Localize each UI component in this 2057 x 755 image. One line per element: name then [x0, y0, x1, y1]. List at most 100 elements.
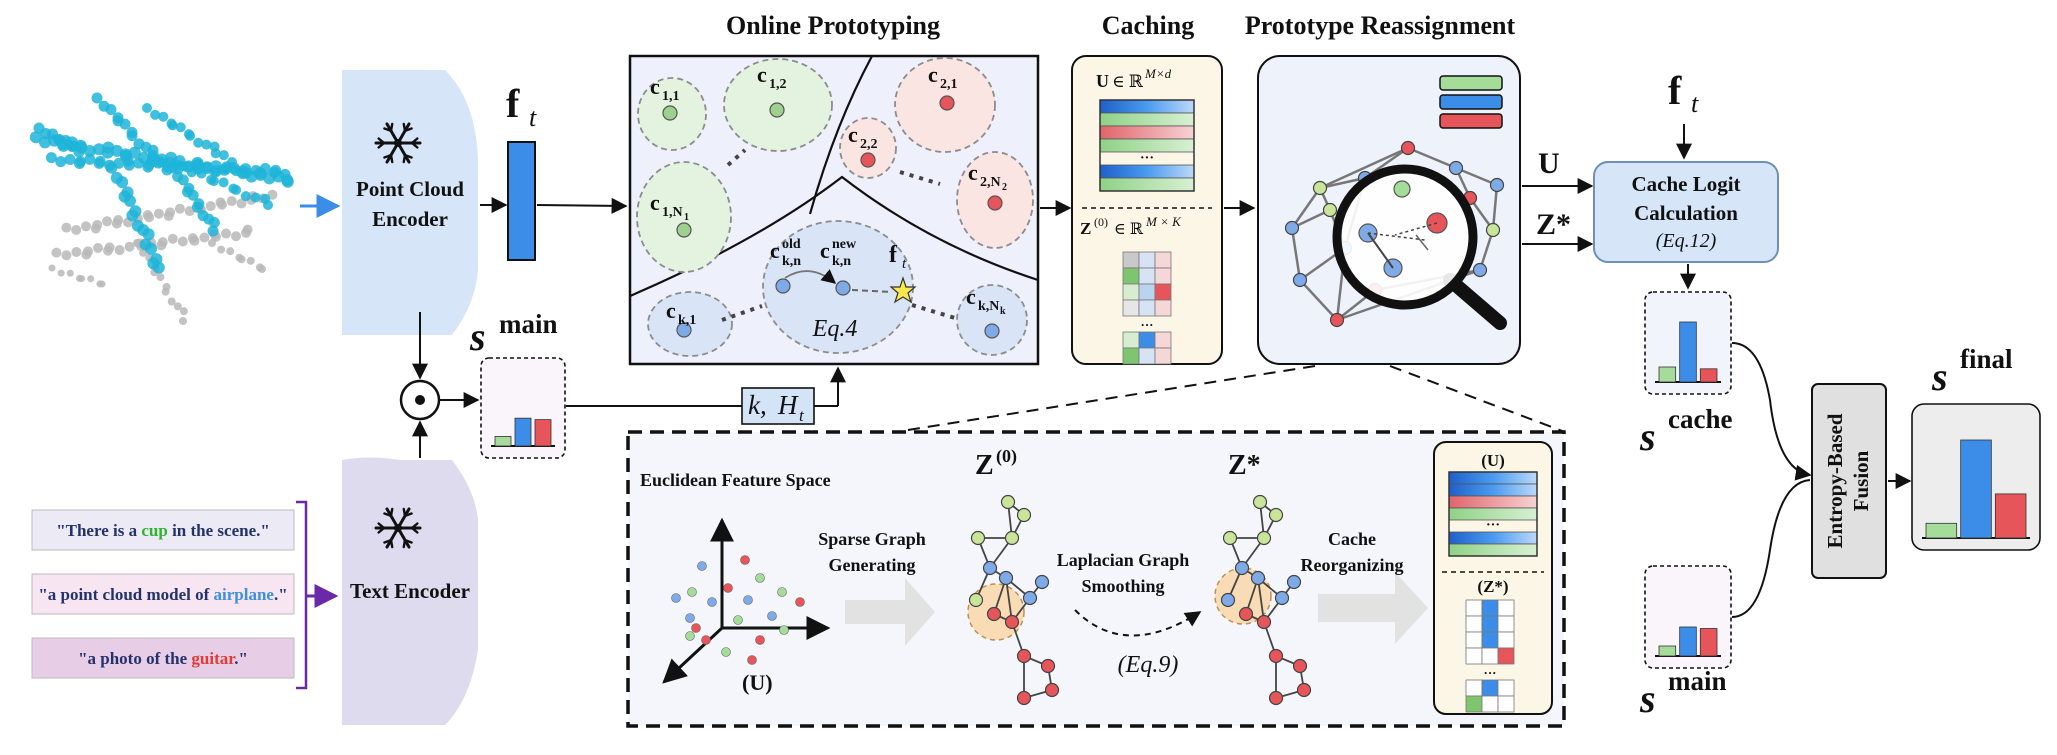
c2N-subsub: 2 [1002, 182, 1007, 193]
text-prompts: "There is a cup in the scene.""a point c… [31, 509, 295, 679]
s-main-superscript: main [499, 309, 558, 339]
bar-1 [514, 417, 532, 447]
arrow [536, 197, 628, 214]
eq4-label: Eq.4 [812, 316, 858, 342]
c1N-subsub: 1 [684, 212, 689, 223]
ft-subscript: t [529, 103, 537, 132]
c1N-sub: 1,N [662, 205, 683, 220]
s-final-symbol: s [1931, 354, 1948, 399]
cache-logit-eq: (Eq.12) [1656, 230, 1717, 252]
text-encoder-label: Text Encoder [350, 579, 470, 603]
s-cache-bar-chart [1644, 291, 1732, 395]
ft2-label: f [1668, 68, 1682, 113]
point-cloud-encoder: Point Cloud Encoder [342, 70, 479, 335]
cache-Z-sup: (0) [1094, 215, 1108, 229]
s-symbol: s [469, 314, 486, 359]
c12-c: c [757, 62, 767, 87]
entropy-fusion-box: Entropy-Based Fusion [1811, 383, 1887, 579]
main-to-fusion-arrow [1731, 479, 1811, 618]
cache-to-fusion-arrow [1731, 342, 1812, 481]
cache-U-label: U [1096, 71, 1109, 91]
bar-2 [1994, 493, 2027, 539]
k-Ht-box: k, H t [741, 387, 815, 425]
s-main-right-bar-chart [1644, 565, 1732, 669]
ck1-sub: k,1 [678, 313, 696, 328]
text-encoder: Text Encoder [342, 457, 478, 725]
cache-U-matrix: ··· [1099, 99, 1195, 192]
H-subscript: t [799, 406, 805, 425]
detail-Z-label: (Z*) [1477, 577, 1508, 596]
s-main2-superscript: main [1668, 666, 1727, 696]
reassignment-detail-panel: Euclidean Feature Space (U) Sparse Graph… [626, 430, 1566, 728]
euclidean-feature-space [662, 517, 831, 684]
prompt-text-1: "a point cloud model of airplane." [38, 585, 287, 604]
feature-vector-ft: f t [506, 81, 537, 261]
proto-labels: c 1,1 c 1,2 c 1,N 1 c 2,1 c 2,2 c 2,N 2 … [650, 62, 1007, 342]
star-icon [889, 276, 917, 304]
zoom-line-left [894, 365, 1316, 433]
detail-U-matrix: ··· [1448, 471, 1538, 557]
cluster-ck1 [647, 291, 733, 357]
bar-2 [1699, 628, 1718, 657]
point-cloud-encoder-label-2: Encoder [372, 207, 448, 231]
eq9-label: (Eq.9) [1118, 652, 1179, 678]
bar-2 [1699, 368, 1718, 383]
cnew-c: c [820, 238, 830, 263]
prompt-box-0 [31, 509, 295, 551]
cold-sup: old [782, 237, 801, 252]
c11-sub: 1,1 [662, 89, 680, 104]
caching-title: Caching [1102, 11, 1194, 40]
s-final-bar-chart [1911, 403, 2041, 551]
z0-label: Z [975, 450, 994, 481]
fusion-line2: Fusion [1849, 450, 1873, 511]
c22-c: c [848, 122, 858, 147]
c21-sub: 2,1 [940, 77, 958, 92]
caching-panel: U ∈ ℝ M×d ··· Z (0) ∈ ℝ M × K ··· [1071, 55, 1223, 365]
ft-star-sub: t [902, 256, 907, 272]
snowflake-icon [374, 507, 422, 549]
cnew-sub: k,n [832, 254, 851, 269]
cluster-c1N [636, 161, 732, 273]
bar-0 [1925, 522, 1958, 539]
c22-sub: 2,2 [860, 137, 878, 152]
ft-star-label: f [889, 242, 898, 268]
ft-label: f [506, 81, 520, 126]
cache-in-label: ∈ ℝ [1112, 72, 1144, 91]
output-U-label: U [1538, 147, 1560, 180]
cache-reorg-label-1: Cache [1328, 529, 1376, 549]
ck1-c: c [666, 298, 676, 323]
cache-in2-label: ∈ ℝ [1114, 221, 1144, 238]
cache-reorg-label-2: Reorganizing [1301, 555, 1404, 575]
cache-logit-box: Cache Logit Calculation (Eq.12) [1593, 161, 1779, 263]
ckN-sub: k,N [978, 299, 999, 314]
cache-logit-line1: Cache Logit [1631, 172, 1740, 196]
prototype-reassignment-title: Prototype Reassignment [1245, 11, 1516, 40]
point-cloud-airplane [29, 92, 294, 325]
process-arrow-1 [845, 578, 935, 646]
c21-c: c [928, 62, 938, 87]
point-cloud-encoder-label-1: Point Cloud [356, 177, 464, 201]
svg-text:···: ··· [1140, 151, 1154, 166]
ft-input: f t [1668, 68, 1699, 118]
H-label: H [777, 390, 799, 420]
online-prototyping-panel: c 1,1 c 1,2 c 1,N 1 c 2,1 c 2,2 c 2,N 2 … [628, 54, 1040, 366]
bar-1 [1960, 439, 1992, 539]
c12-sub: 1,2 [769, 77, 787, 92]
cache-Z-matrix: ··· [1122, 251, 1172, 365]
c2N-c: c [968, 160, 978, 185]
laplacian-label-1: Laplacian Graph [1057, 550, 1190, 570]
bar-0 [1658, 645, 1677, 657]
proto-points [662, 95, 1003, 339]
c1N-c: c [650, 190, 660, 215]
cold-c: c [770, 238, 780, 263]
ckN-c: c [966, 284, 976, 309]
online-prototyping-title: Online Prototyping [726, 11, 940, 40]
magnifier-icon [1332, 164, 1507, 330]
c2N-sub: 2,N [980, 175, 1001, 190]
cache-logit-line2: Calculation [1634, 201, 1738, 225]
cluster-ckN [956, 284, 1028, 356]
s-main2-symbol: s [1639, 676, 1656, 721]
s-cache-symbol: s [1639, 414, 1656, 459]
cache-MK-sup: M × K [1145, 214, 1182, 229]
bar-0 [494, 436, 512, 447]
